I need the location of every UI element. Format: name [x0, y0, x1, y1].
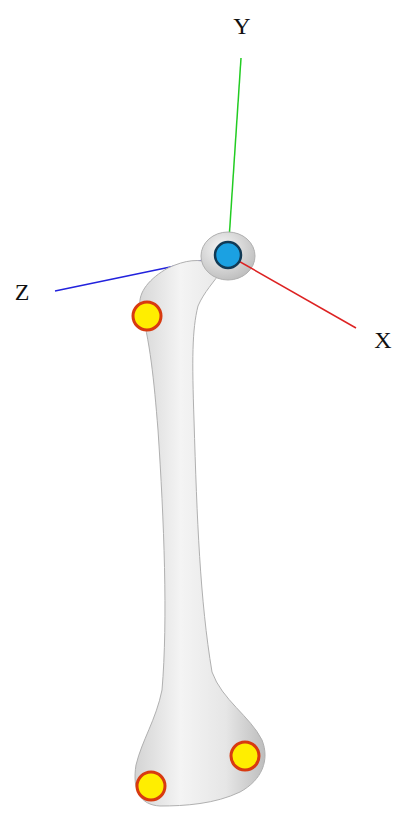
landmark-marker — [137, 772, 165, 800]
landmark-marker — [231, 742, 259, 770]
axis-label: Z — [15, 280, 30, 304]
x-axis — [228, 255, 356, 328]
landmark-marker — [133, 302, 161, 330]
femoral-head — [201, 232, 255, 280]
axis-label: X — [374, 328, 391, 352]
hip-center-marker — [215, 242, 241, 268]
femur-bone — [135, 261, 265, 806]
y-axis — [228, 58, 241, 255]
axis-label: Y — [233, 14, 250, 38]
